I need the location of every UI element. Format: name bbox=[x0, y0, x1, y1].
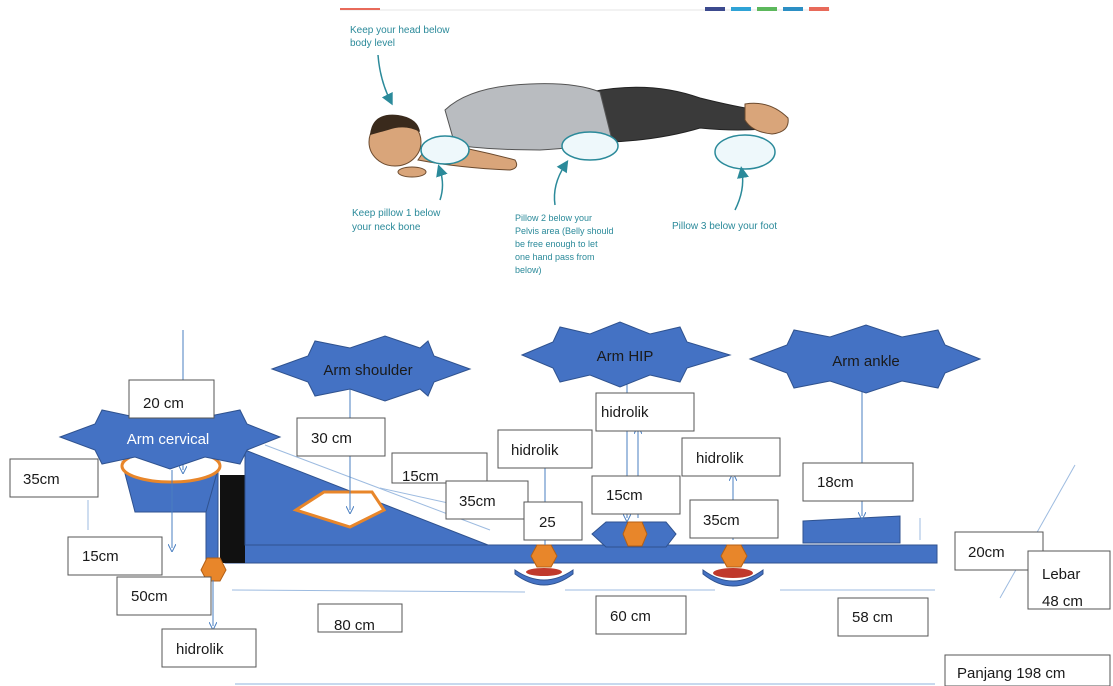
joint-hip-left bbox=[530, 544, 558, 568]
color-stripes bbox=[705, 7, 829, 11]
bed-diagram: Arm cervical Arm shoulder Arm HIP Arm an… bbox=[9, 321, 1111, 686]
box-60cm: 60 cm bbox=[595, 595, 687, 635]
pillow1-arrow bbox=[436, 164, 448, 201]
head-arrow bbox=[377, 54, 393, 106]
head-support-post bbox=[220, 475, 245, 563]
ankle-pad bbox=[802, 515, 901, 544]
pillow-1 bbox=[420, 135, 470, 165]
box-25: 25 bbox=[523, 501, 583, 541]
svg-text:60 cm: 60 cm bbox=[610, 608, 651, 625]
svg-text:15cm: 15cm bbox=[402, 468, 439, 485]
hidrolik-box-3: hidrolik bbox=[595, 392, 695, 432]
svg-text:hidrolik: hidrolik bbox=[511, 442, 559, 459]
svg-text:25: 25 bbox=[539, 514, 556, 531]
bowl-right-red bbox=[713, 568, 753, 578]
joint-hip-right bbox=[720, 544, 748, 568]
svg-text:20 cm: 20 cm bbox=[143, 395, 184, 412]
box-35cm-left: 35cm bbox=[9, 458, 99, 498]
box-50cm: 50cm bbox=[116, 576, 212, 616]
box-18cm: 18cm bbox=[802, 462, 914, 502]
svg-text:35cm: 35cm bbox=[459, 493, 496, 510]
bowl-left-red bbox=[526, 568, 562, 576]
joint-cervical bbox=[200, 557, 227, 582]
svg-text:58 cm: 58 cm bbox=[852, 609, 893, 626]
box-35cm-mid: 35cm bbox=[445, 480, 529, 520]
box-58cm: 58 cm bbox=[837, 597, 929, 637]
pillow2-note: Pillow 2 below your Pelvis area (Belly s… bbox=[515, 213, 616, 275]
pillow3-note: Pillow 3 below your foot bbox=[672, 221, 777, 232]
box-lebar: Lebar 48 cm bbox=[1027, 550, 1111, 610]
head-note: Keep your head below body level bbox=[350, 25, 452, 49]
hidrolik-box-2: hidrolik bbox=[497, 429, 593, 469]
hydraulic-joints bbox=[200, 521, 748, 582]
arm-shoulder-callout: Arm shoulder bbox=[270, 335, 472, 402]
arm-hip-label: Arm HIP bbox=[597, 348, 654, 365]
joint-hip-center bbox=[622, 521, 648, 547]
svg-text:hidrolik: hidrolik bbox=[176, 641, 224, 658]
box-panjang: Panjang 198 cm bbox=[944, 654, 1111, 686]
person-figure bbox=[368, 83, 789, 178]
measurement-boxes: 20 cm 35cm 30 cm 15cm 35cm 25 bbox=[9, 379, 1111, 686]
bowl-base-right bbox=[702, 569, 764, 587]
arm-cervical-callout: Arm cervical bbox=[58, 404, 282, 470]
box-15cm-hip: 15cm bbox=[591, 475, 681, 515]
box-30cm: 30 cm bbox=[296, 417, 386, 457]
prone-position-illustration: Keep your head below body level Keep pil… bbox=[340, 7, 830, 275]
svg-text:15cm: 15cm bbox=[606, 487, 643, 504]
pillow2-arrow bbox=[553, 159, 569, 206]
svg-text:Lebar: Lebar bbox=[1042, 566, 1080, 583]
box-15cm-left: 15cm bbox=[67, 536, 163, 576]
bed-base bbox=[224, 544, 938, 564]
pillow-2 bbox=[561, 131, 619, 161]
svg-text:80 cm: 80 cm bbox=[334, 617, 375, 634]
svg-text:20cm: 20cm bbox=[968, 544, 1005, 561]
svg-text:hidrolik: hidrolik bbox=[601, 404, 649, 421]
box-35cm-right: 35cm bbox=[689, 499, 779, 539]
svg-text:18cm: 18cm bbox=[817, 474, 854, 491]
svg-text:35cm: 35cm bbox=[703, 512, 740, 529]
box-80cm: 80 cm bbox=[317, 603, 403, 634]
svg-text:15cm: 15cm bbox=[82, 548, 119, 565]
arm-shoulder-label: Arm shoulder bbox=[323, 362, 412, 379]
box-20cm-top: 20 cm bbox=[128, 379, 215, 419]
svg-text:35cm: 35cm bbox=[23, 471, 60, 488]
hydraulic-labels: hidrolik hidrolik hidrolik hidrolik bbox=[161, 392, 781, 668]
svg-text:hidrolik: hidrolik bbox=[696, 450, 744, 467]
box-15cm-slope: 15cm bbox=[391, 452, 488, 485]
shoulder-pentagon bbox=[292, 490, 387, 529]
hidrolik-box-4: hidrolik bbox=[681, 437, 781, 477]
arm-hip-callout: Arm HIP bbox=[520, 321, 732, 388]
svg-text:50cm: 50cm bbox=[131, 588, 168, 605]
arm-cervical-label: Arm cervical bbox=[127, 431, 210, 448]
bowl-base-left bbox=[514, 569, 574, 586]
svg-text:Panjang 198 cm: Panjang 198 cm bbox=[957, 665, 1065, 682]
arm-ankle-label: Arm ankle bbox=[832, 353, 900, 370]
arm-ankle-callout: Arm ankle bbox=[748, 324, 982, 394]
svg-text:48 cm: 48 cm bbox=[1042, 593, 1083, 610]
hidrolik-box-1: hidrolik bbox=[161, 628, 257, 668]
pillow1-note: Keep pillow 1 below your neck bone bbox=[352, 208, 443, 233]
pillow3-arrow bbox=[734, 166, 749, 211]
pillow-3 bbox=[714, 134, 776, 170]
svg-text:30 cm: 30 cm bbox=[311, 430, 352, 447]
